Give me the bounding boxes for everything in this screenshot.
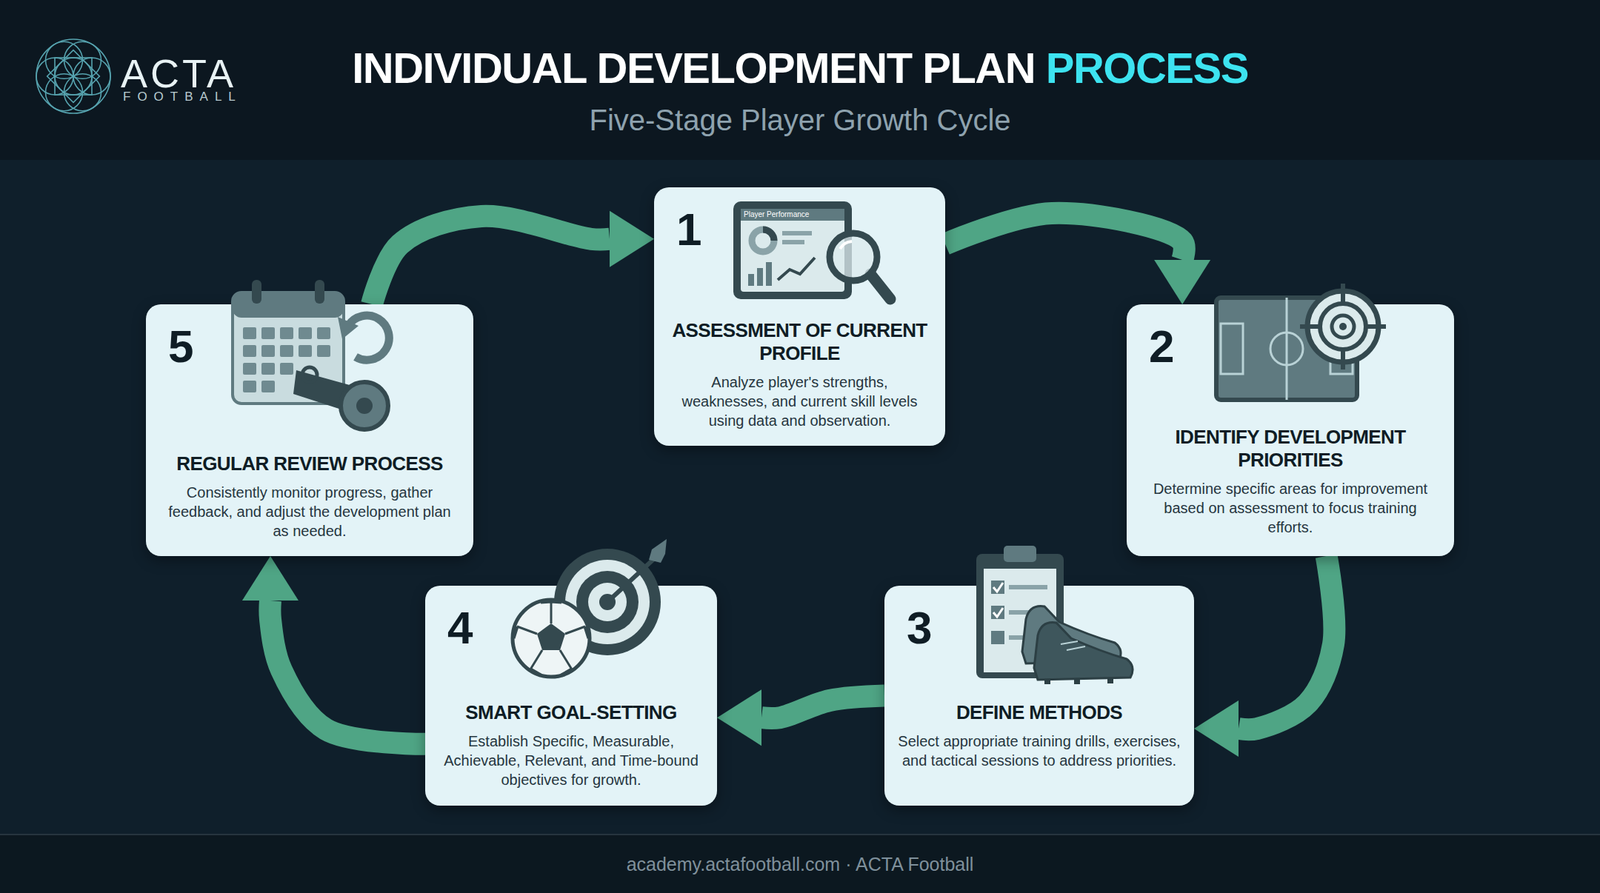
step-heading: IDENTIFY DEVELOPMENT PRIORITIES: [1140, 425, 1441, 472]
logo-tagline: FOOTBALL: [122, 90, 243, 105]
arrow-head: [1154, 260, 1211, 305]
logo-emblem: [54, 57, 92, 95]
process-box: 2IDENTIFY DEVELOPMENT PRIORITIES Determin…: [1126, 304, 1455, 557]
step-number: 1: [676, 206, 702, 253]
footer-rule: [0, 834, 1600, 836]
step-description: Consistently monitor progress, gather fe…: [159, 482, 460, 541]
arrow-shaft: [371, 216, 610, 305]
arrow-shaft: [761, 696, 885, 719]
cycle-arrow: [242, 556, 426, 745]
text-stack: DEFINE METHODS Select appropriate trainin…: [884, 701, 1195, 771]
logo-emblem: [36, 39, 111, 114]
header-band: [0, 0, 1600, 160]
text-stack: ASSESSMENT OF CURRENT PROFILE Analyze pla…: [654, 319, 946, 431]
calendar-icon: [314, 280, 325, 304]
step-description: Establish Specific, Measurable, Achievab…: [438, 731, 704, 790]
arrow-shaft: [945, 213, 1185, 260]
step-description: Determine specific areas for improvement…: [1140, 479, 1441, 538]
target-icon: [648, 539, 667, 563]
crosshair-icon: [1340, 283, 1346, 306]
arrow-head: [609, 211, 655, 268]
process-box: 3DEFINE METHODS Select appropriate traini…: [884, 585, 1195, 806]
text-stack: REGULAR REVIEW PROCESS Consistently monit…: [145, 452, 474, 541]
logo-emblem: [45, 41, 83, 79]
step-heading: ASSESSMENT OF CURRENT PROFILE: [667, 319, 932, 366]
process-box: 1ASSESSMENT OF CURRENT PROFILE Analyze pl…: [654, 187, 946, 446]
clipboard-icon: [1003, 545, 1037, 563]
arrow-shaft: [1238, 556, 1335, 730]
footer-credit: academy.actafootball.com · ACTA Football: [0, 854, 1600, 876]
step-number: 2: [1148, 323, 1175, 370]
logo-emblem: [73, 57, 111, 95]
logo-emblem: [45, 74, 83, 112]
step-heading: DEFINE METHODS: [897, 701, 1181, 725]
subtitle: Five-Stage Player Growth Cycle: [0, 103, 1600, 137]
step-number: 4: [447, 605, 473, 652]
page-title: INDIVIDUAL DEVELOPMENT PLAN PROCESS: [351, 44, 1249, 92]
icon-caption: Player Performance: [743, 210, 809, 219]
logo-emblem: [36, 39, 111, 114]
logo-wordmark: ACTA: [120, 51, 237, 96]
logo-emblem: [47, 50, 100, 103]
step-description: Select appropriate training drills, exer…: [897, 731, 1181, 771]
cycle-arrow: [371, 211, 655, 305]
text-stack: IDENTIFY DEVELOPMENT PRIORITIES Determine…: [1126, 425, 1455, 538]
step-description: Analyze player's strengths, weaknesses, …: [667, 372, 932, 431]
calendar-icon: [251, 280, 262, 304]
logo-emblem: [64, 74, 102, 112]
arrow-head: [1194, 700, 1239, 758]
step-heading: SMART GOAL-SETTING: [438, 701, 704, 725]
text-stack: SMART GOAL-SETTING Establish Specific, Me…: [425, 701, 718, 790]
logo-emblem: [36, 57, 74, 95]
logo-emblem: [54, 57, 92, 95]
footer-band: [0, 834, 1600, 893]
process-box: 5REGULAR REVIEW PROCESS Consistently moni…: [145, 304, 474, 557]
step-number: 5: [168, 323, 194, 370]
cycle-arrow: [717, 689, 885, 746]
cycle-arrow: [945, 213, 1211, 305]
step-number: 3: [906, 605, 932, 652]
arrow-head: [242, 556, 299, 601]
step-heading: REGULAR REVIEW PROCESS: [159, 452, 460, 476]
arrow-shaft: [269, 600, 426, 745]
arrow-head: [717, 689, 762, 746]
logo-emblem: [64, 41, 102, 79]
process-box: 4SMART GOAL-SETTING Establish Specific, M…: [425, 585, 718, 806]
cycle-arrow: [1194, 556, 1335, 758]
